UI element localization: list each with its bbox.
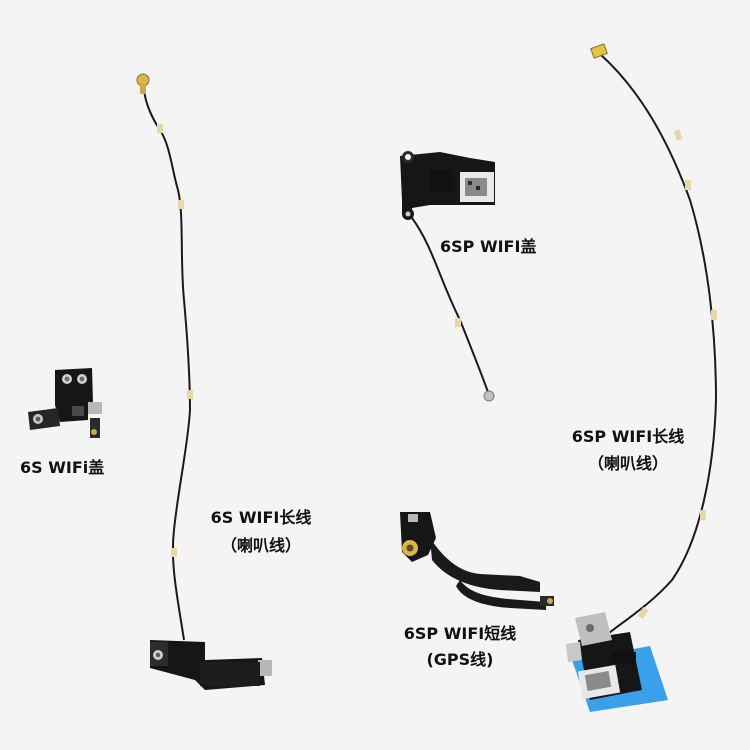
part-6sp-wifi-long-cable [566,43,718,712]
label-6sp-wifi-short-line2: (GPS线) [426,650,494,669]
part-6s-wifi-long-cable [136,73,272,690]
part-6sp-wifi-short-gps [400,512,554,610]
label-6sp-wifi-short-line1: 6SP WIFI短线 [403,624,517,643]
label-6sp-wifi-long-line1: 6SP WIFI长线 [571,427,685,446]
label-6s-wifi-cover: 6S WIFi盖 [20,458,105,477]
label-6s-wifi-long-line1: 6S WIFI长线 [210,508,312,527]
label-6s-wifi-long-line2: （喇叭线） [220,536,301,555]
part-6sp-wifi-cover [400,151,495,402]
part-6s-wifi-cover [28,368,102,438]
label-6sp-wifi-cover: 6SP WIFI盖 [440,237,537,256]
label-6sp-wifi-long-line2: （喇叭线） [587,454,668,473]
